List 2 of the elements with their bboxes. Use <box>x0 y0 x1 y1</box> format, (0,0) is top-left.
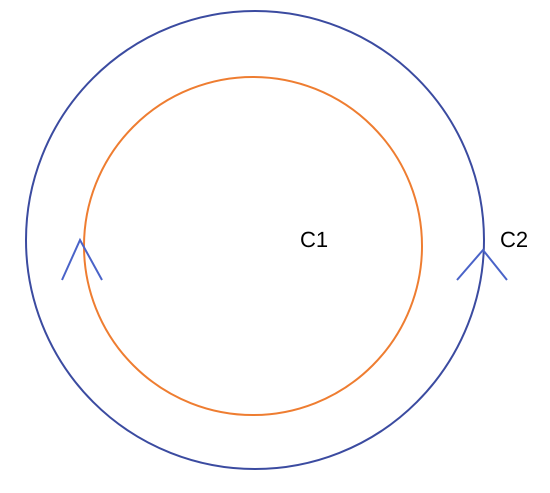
curve-label: C1 <box>300 229 328 251</box>
curve-label: C2 <box>500 229 528 251</box>
